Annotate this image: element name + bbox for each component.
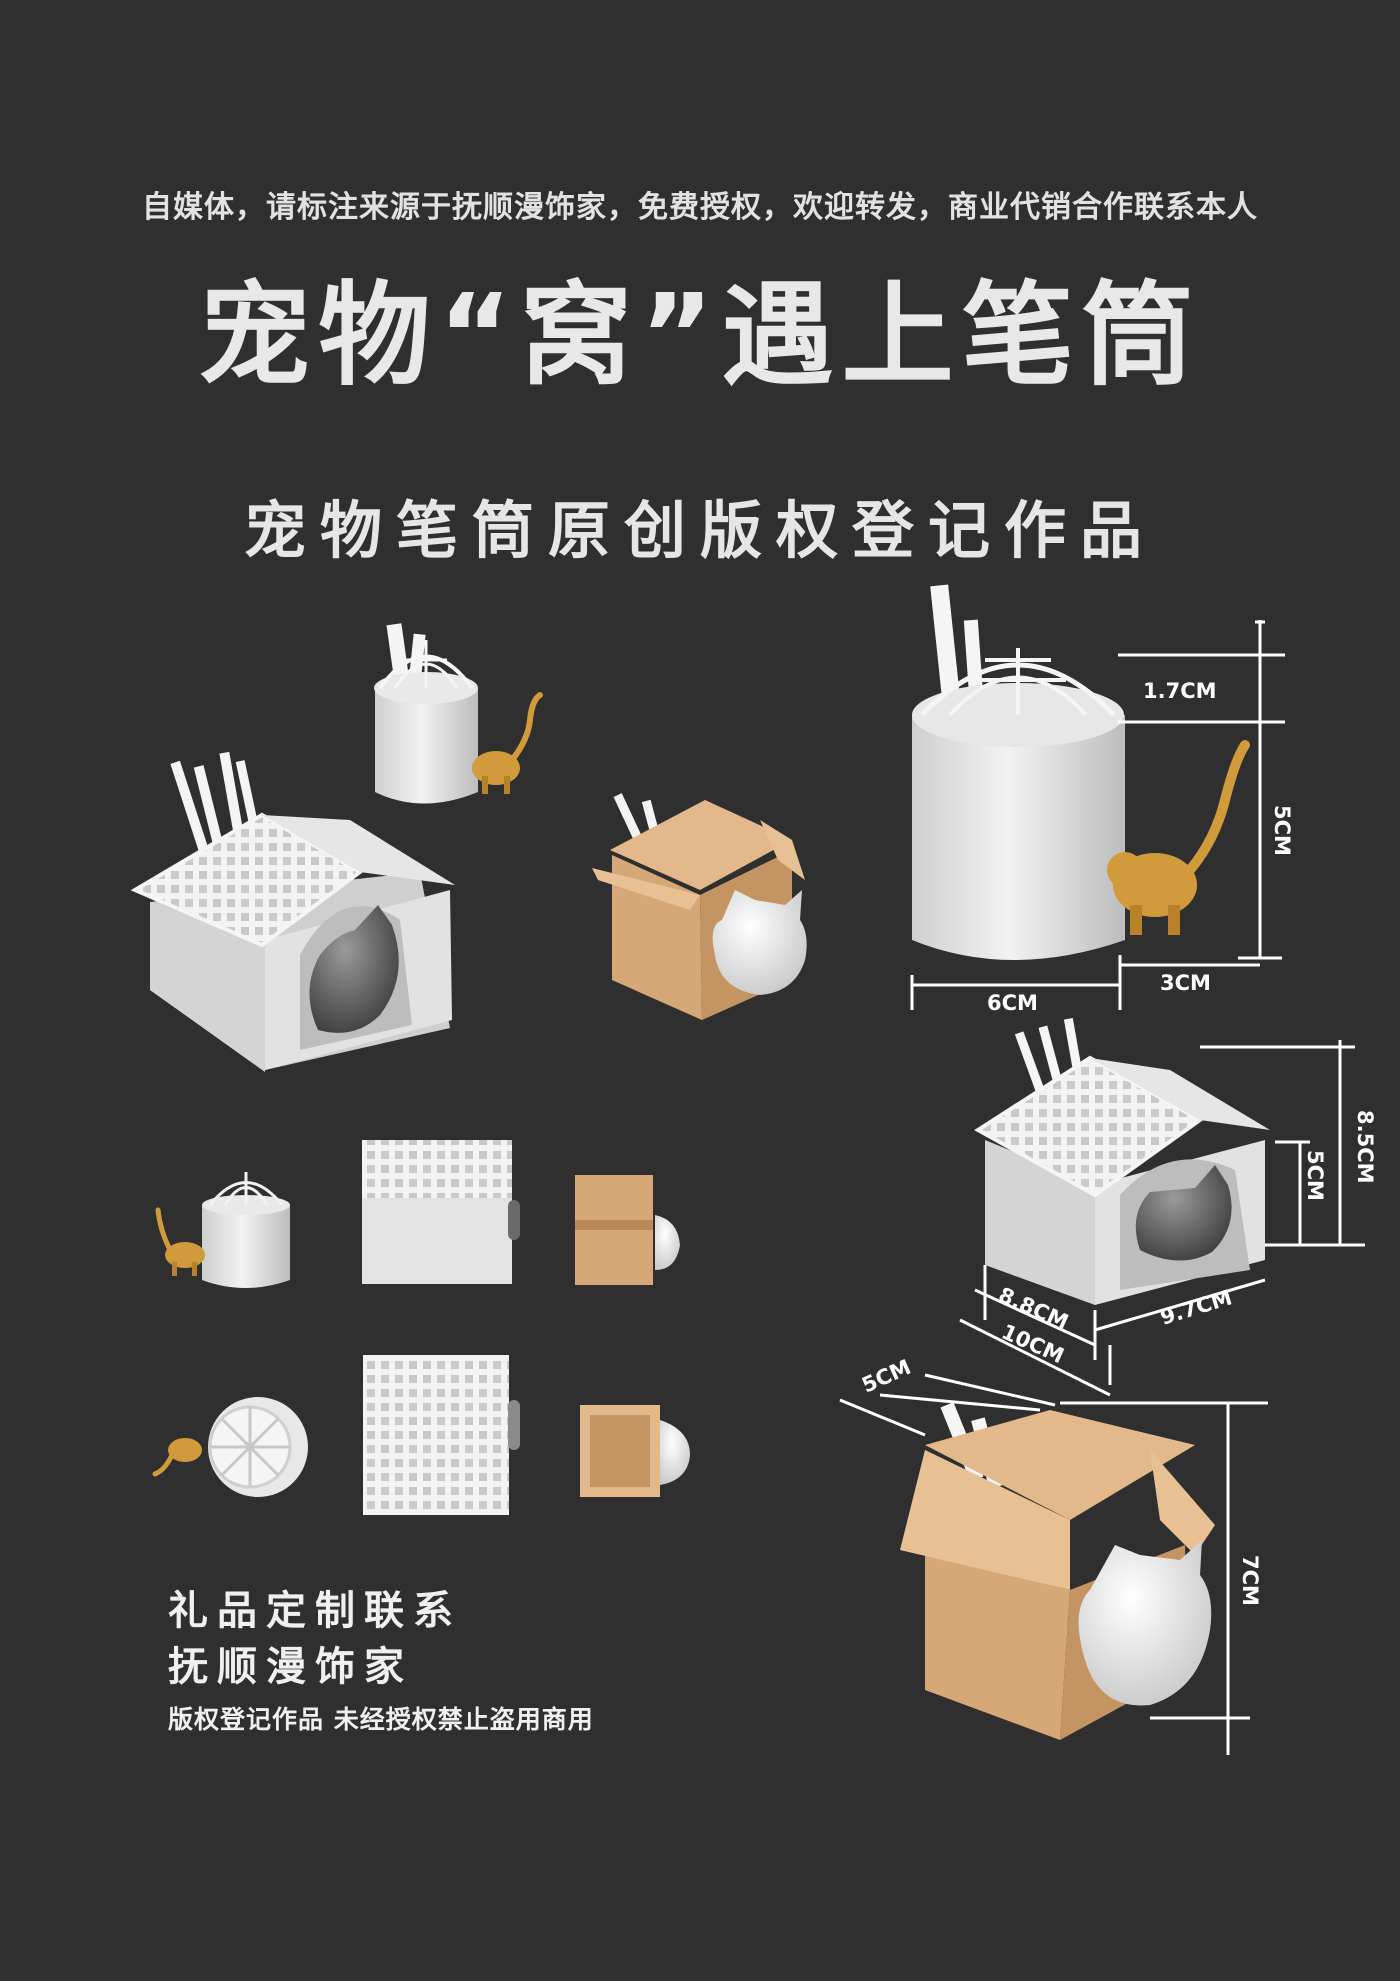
dim-cyl-top: 1.7CM bbox=[1143, 679, 1217, 703]
dim-house-total: 8.5CM bbox=[1353, 1110, 1377, 1184]
page-title: 宠物“窝”遇上笔筒 bbox=[198, 271, 1202, 401]
house-pen-holder-large bbox=[130, 751, 455, 1072]
contact-brand: 抚顺漫饰家 bbox=[168, 1644, 413, 1690]
cylinder-dimension-view bbox=[912, 584, 1250, 960]
page-subtitle: 宠物笔筒原创版权登记作品 bbox=[243, 494, 1156, 567]
cylinder-pen-holder-small bbox=[374, 623, 543, 804]
source-notice: 自媒体，请标注来源于抚顺漫饰家，免费授权，欢迎转发，商业代销合作联系本人 bbox=[142, 190, 1258, 225]
dim-house-width: 9.7CM bbox=[1157, 1285, 1234, 1329]
dim-box-height: 7CM bbox=[1238, 1555, 1262, 1606]
dim-cyl-height: 5CM bbox=[1270, 805, 1294, 856]
dim-box-depth: 5CM bbox=[858, 1355, 914, 1398]
box-dimension-view bbox=[900, 1402, 1215, 1740]
box-pen-holder-small bbox=[592, 793, 807, 1020]
top-views-row bbox=[152, 1355, 690, 1515]
dim-cyl-width: 6CM bbox=[987, 991, 1038, 1015]
front-views-row bbox=[155, 1140, 680, 1288]
dim-house-wall: 5CM bbox=[1303, 1150, 1327, 1201]
dimension-lines bbox=[839, 620, 1365, 1755]
dim-cyl-tail: 3CM bbox=[1160, 971, 1211, 995]
copyright-notice: 版权登记作品 未经授权禁止盗用商用 bbox=[168, 1705, 594, 1734]
house-dimension-view bbox=[974, 1018, 1270, 1305]
contact-gift-custom: 礼品定制联系 bbox=[168, 1588, 462, 1634]
